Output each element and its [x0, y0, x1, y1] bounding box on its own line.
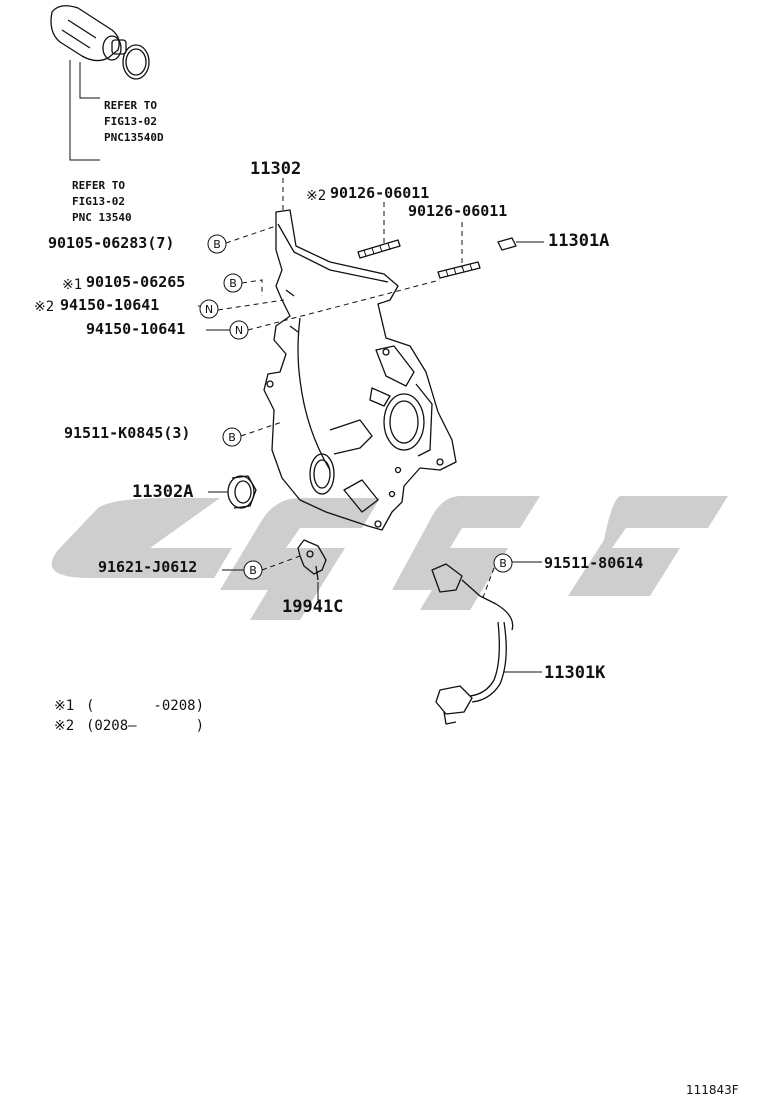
- bracket-part: [297, 539, 327, 581]
- oil-control-valve-part: [50, 5, 150, 80]
- callout-94150-10641-m2: 94150-10641: [60, 296, 159, 314]
- timing-chain-cover-part: [263, 209, 457, 531]
- svg-text:B: B: [228, 431, 236, 444]
- callout-91511-K0845: 91511-K0845(3): [64, 424, 190, 442]
- callout-90126-06011-m2: 90126-06011: [330, 184, 429, 202]
- leader-94150-b: [247, 279, 441, 331]
- refer-note-1-line1: REFER TO: [104, 99, 157, 112]
- mark-2-b: ※2: [34, 299, 54, 315]
- callout-11302A: 11302A: [132, 482, 193, 502]
- footnote-1-mark: ※1: [54, 698, 74, 714]
- svg-text:B: B: [499, 557, 507, 570]
- bolt-symbol: B: [223, 273, 243, 293]
- leader-91621-b: [261, 555, 301, 571]
- callout-94150-10641: 94150-10641: [86, 320, 185, 338]
- svg-text:N: N: [235, 324, 243, 337]
- nut-symbol: N: [199, 299, 219, 319]
- refer-note-1: REFER TO FIG13-02 PNC13540D: [104, 99, 164, 144]
- bolt-symbol: B: [222, 427, 242, 447]
- callout-90105-06265: 90105-06265: [86, 273, 185, 291]
- leader-91511-80614: [481, 567, 495, 601]
- footnote-1-text: ( -0208): [86, 698, 204, 714]
- leader-91511-K0845: [240, 421, 283, 437]
- callout-90105-06283: 90105-06283(7): [48, 234, 174, 252]
- refer-note-2-line1: REFER TO: [72, 179, 125, 192]
- svg-text:B: B: [229, 277, 237, 290]
- dowel-pin-part: [497, 237, 517, 251]
- mark-1-a: ※1: [62, 277, 82, 293]
- leader-94150-m2-b: [217, 299, 285, 311]
- refer-note-2: REFER TO FIG13-02 PNC 13540: [72, 179, 132, 224]
- refer-note-1-line2: FIG13-02: [104, 115, 157, 128]
- footnote-1: ※1 ( -0208): [54, 698, 204, 714]
- nut-symbol: N: [229, 320, 249, 340]
- oil-seal-part: [227, 475, 257, 509]
- bolt-symbol: B: [493, 553, 513, 573]
- watermark-logo: [51, 496, 728, 620]
- footnote-2-mark: ※2: [54, 718, 74, 734]
- stud-bolt-upper-part: [357, 239, 401, 259]
- svg-text:N: N: [205, 303, 213, 316]
- callout-91511-80614: 91511-80614: [544, 554, 643, 572]
- stud-bolt-lower-part: [437, 261, 481, 279]
- bolt-symbol: B: [207, 234, 227, 254]
- footnote-2-text: (0208– ): [86, 718, 204, 734]
- crank-position-sensor-part: [431, 563, 514, 725]
- leader-90105-06265: [241, 279, 263, 296]
- callout-91621-J0612: 91621-J0612: [98, 558, 197, 576]
- refer-note-2-line3: PNC 13540: [72, 211, 132, 224]
- figure-code: 111843F: [686, 1083, 739, 1097]
- refer-note-2-line2: FIG13-02: [72, 195, 125, 208]
- callout-19941C: 19941C: [282, 597, 343, 617]
- leader-90105-06283: [225, 225, 277, 244]
- footnote-2: ※2 (0208– ): [54, 718, 204, 734]
- svg-text:B: B: [213, 238, 221, 251]
- bolt-symbol: B: [243, 560, 263, 580]
- callout-11301K: 11301K: [544, 663, 606, 683]
- callout-90126-06011: 90126-06011: [408, 202, 507, 220]
- svg-text:B: B: [249, 564, 257, 577]
- refer-note-1-line3: PNC13540D: [104, 131, 164, 144]
- callout-11301A: 11301A: [548, 231, 609, 251]
- callout-11302: 11302: [250, 159, 301, 179]
- mark-2-a: ※2: [306, 188, 326, 204]
